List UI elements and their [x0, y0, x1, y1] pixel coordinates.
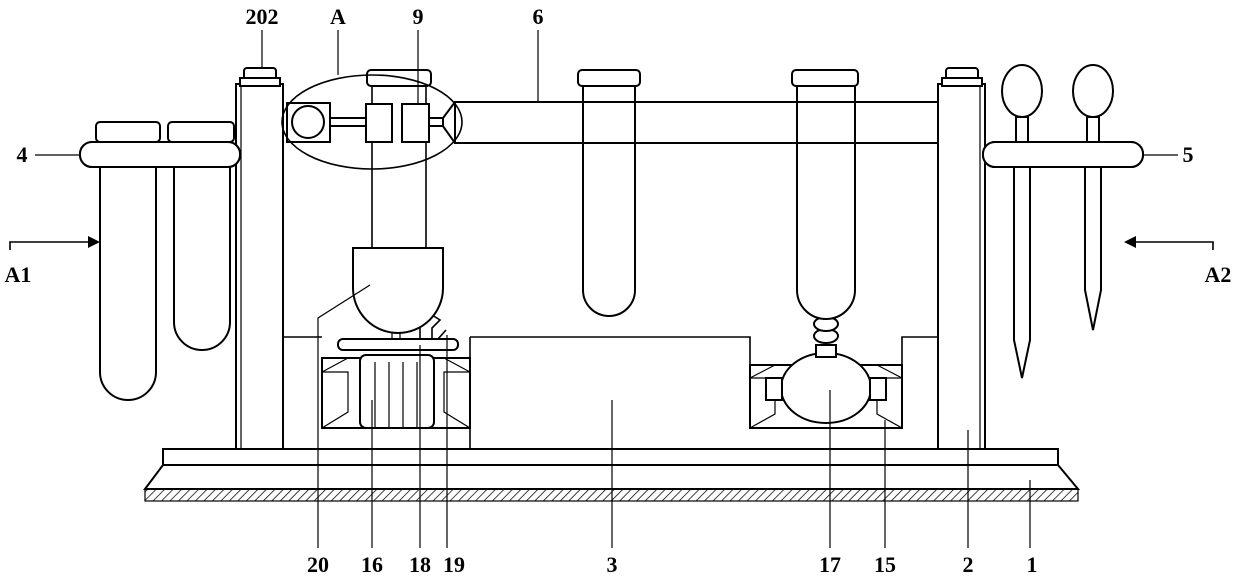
label-a2: A2	[1205, 262, 1232, 287]
label-a1: A1	[5, 262, 32, 287]
left-post	[236, 68, 283, 449]
label-20: 20	[307, 552, 329, 577]
assembly-a	[282, 70, 462, 333]
motor-16	[360, 355, 434, 428]
label-18: 18	[409, 552, 431, 577]
label-17: 17	[819, 552, 841, 577]
label-19: 19	[443, 552, 465, 577]
label-1: 1	[1027, 552, 1038, 577]
label-2: 2	[963, 552, 974, 577]
label-15: 15	[874, 552, 896, 577]
label-3: 3	[607, 552, 618, 577]
left-tubes	[80, 122, 240, 400]
label-a: A	[330, 4, 346, 29]
droppers	[983, 65, 1143, 378]
label-202: 202	[246, 4, 279, 29]
right-post	[938, 68, 985, 449]
label-16: 16	[361, 552, 383, 577]
label-5: 5	[1183, 142, 1194, 167]
rail-tubes	[455, 70, 938, 319]
label-9: 9	[413, 4, 424, 29]
label-4: 4	[17, 142, 28, 167]
label-6: 6	[533, 4, 544, 29]
